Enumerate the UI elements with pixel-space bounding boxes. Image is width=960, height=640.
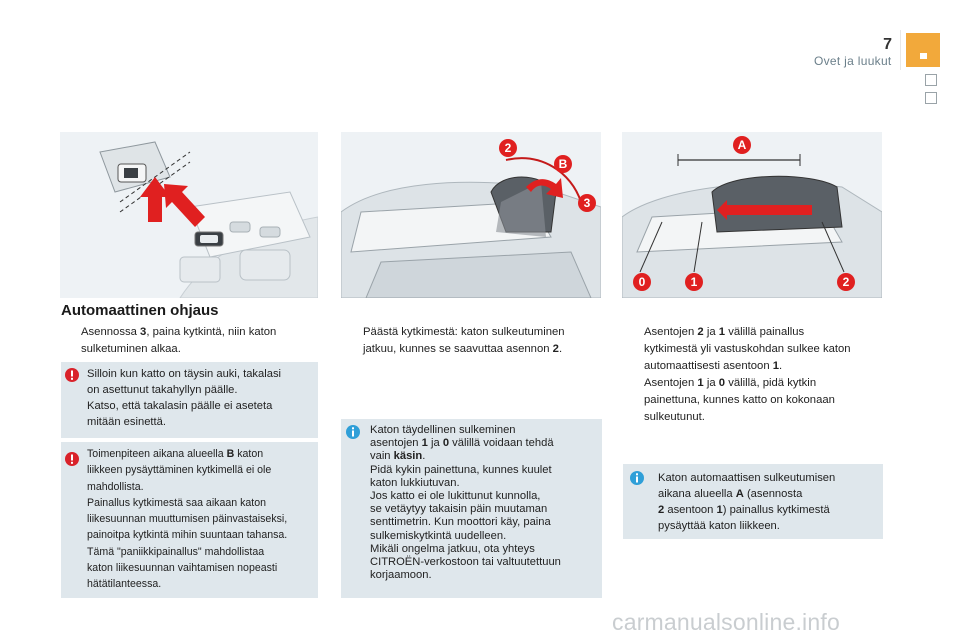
warning-line: liikkeen pysäyttäminen kytkimellä ei ole [87,464,272,477]
roof-a-illustration: A 0 1 2 [622,132,882,298]
position-label-b: B [559,157,568,171]
info-text: asentoon [664,504,717,516]
step-bold: 2 [552,343,559,355]
info-bold: käsin [393,450,423,463]
info-line: korjaamoon. [370,569,432,582]
info-text: ja [427,437,443,450]
warning-text: katon [234,448,264,460]
info-line: senttimetrin. Kun moottori käy, paina [370,516,551,529]
info-bold: 0 [442,437,450,450]
position-label-a: A [738,138,747,152]
warning-bold: B [226,448,235,460]
warning-box-panic-press: Toimenpiteen aikana alueella B katon lii… [61,442,318,598]
info-line: CITROËN-verkostoon tai valtuutettuun [370,556,561,569]
info-text: (asennosta [743,488,803,500]
info-text: asentojen [370,437,422,450]
step-bold: 1 [697,377,704,389]
position-label-3: 3 [584,196,591,210]
info-line: Jos katto ei ole lukittunut kunnolla, [370,490,541,503]
step-text: välillä painallus [725,326,805,338]
step-text: Päästä kytkimestä: katon sulkeutuminen [363,326,565,338]
warning-line: painoitpa kytkintä mihin suuntaan tahans… [87,529,288,542]
square-icon [920,53,927,59]
section-heading: Automaattinen ohjaus [61,302,219,319]
info-box-manual-closing: Katon täydellinen sulkeminen asentojen 1… [341,419,602,598]
step-text: jatkuu, kunnes se saavuttaa asennon [363,343,553,355]
info-bold: 1 [716,504,723,516]
step-text: välillä, pidä kytkin [725,377,817,389]
chapter-tab[interactable] [925,74,937,86]
info-line: sulkemiskytkintä uudelleen. [370,529,507,542]
info-line: Pidä kykin painettuna, kunnes kuulet [370,463,552,476]
step-text: Asennossa [81,326,141,338]
warning-icon [65,452,79,466]
step-text: Asentojen [644,377,698,389]
chapter-tab[interactable] [925,92,937,104]
warning-line: Tämä "paniikkipainallus" mahdollistaa [87,545,265,558]
step-text: sulketuminen alkaa. [81,343,181,355]
info-text: välillä voidaan tehdä [449,437,554,450]
roof-switch-illustration [60,132,318,298]
figure-roof-switch [60,132,318,298]
step-text: Asentojen [644,326,698,338]
step-text: . [558,343,563,355]
step-bold: 1 [718,326,726,338]
info-icon [630,471,644,485]
warning-line: liikesuunnan muuttumisen päinvastaiseksi… [87,513,288,526]
figure-roof-closing-a: A 0 1 2 [622,132,882,298]
step-text: ja [703,326,719,338]
watermark: carmanualsonline.info [612,609,840,635]
chapter-tab-active[interactable] [906,33,940,67]
info-bold: 2 [658,504,665,516]
info-box-automatic-closing: Katon automaattisen sulkeutumisen aikana… [623,464,883,539]
warning-line: Katso, että takalasin päälle ei aseteta [87,400,273,412]
info-line: pysäyttää katon liikkeen. [658,520,780,532]
step-bold: 0 [718,377,726,389]
info-text: vain [370,450,394,463]
warning-line: Painallus kytkimestä saa aikaan katon [87,496,267,509]
step-text: . [779,360,783,372]
step-release-switch: Päästä kytkimestä: katon sulkeutuminen j… [341,324,603,358]
warning-line: hätätilanteessa. [87,578,162,591]
header-divider [900,30,901,70]
info-text: aikana alueella [658,488,736,500]
warning-line: mahdollista. [87,480,144,493]
steps-positions: Asentojen 2 ja 1 välillä painallus kytki… [623,324,885,426]
info-line: Katon täydellinen sulkeminen [370,424,516,436]
info-icon [346,425,360,439]
warning-line: mitään esinettä. [87,416,166,428]
position-label-1: 1 [691,275,698,289]
warning-icon [65,368,79,382]
warning-line: on asettunut takahyllyn päälle. [87,384,238,396]
step-text: sulkeutunut. [644,411,705,423]
position-label-0: 0 [639,275,646,289]
info-line: Katon automaattisen sulkeutumisen [658,472,836,484]
step-text: , paina kytkintä, niin katon [146,326,277,338]
info-bold: 1 [421,437,428,450]
step-text: kytkimestä yli vastuskohdan sulkee katon [644,343,851,355]
info-line: katon lukkiutuvan. [370,476,460,489]
step-position-3: Asennossa 3, paina kytkintä, niin katon … [61,324,316,358]
warning-text: Toimenpiteen aikana alueella [87,448,227,460]
step-text: ja [703,377,719,389]
info-line: Mikäli ongelma jatkuu, ota yhteys [370,542,535,555]
section-title: Ovet ja luukut [814,54,892,68]
info-bold: A [735,488,744,500]
figure-roof-closing-b: 2 B 3 [341,132,601,298]
page-number: 7 [883,36,892,53]
info-text: . [422,450,426,463]
position-label-2: 2 [505,141,512,155]
info-line: se vetäytyy takaisin päin muutaman [370,503,548,516]
warning-line: katon liikesuunnan vaihtamisen nopeasti [87,562,278,575]
step-text: painettuna, kunnes katto on kokonaan [644,394,835,406]
position-label-2: 2 [843,275,850,289]
step-bold: 3 [140,326,147,338]
step-bold: 1 [772,360,780,372]
step-bold: 2 [697,326,704,338]
roof-b-illustration: 2 B 3 [341,132,601,298]
info-text: ) painallus kytkimestä [722,504,830,516]
step-text: automaattisesti asentoon [644,360,773,372]
warning-box-rear-window: Silloin kun katto on täysin auki, takala… [61,362,318,438]
warning-line: Silloin kun katto on täysin auki, takala… [87,368,282,380]
